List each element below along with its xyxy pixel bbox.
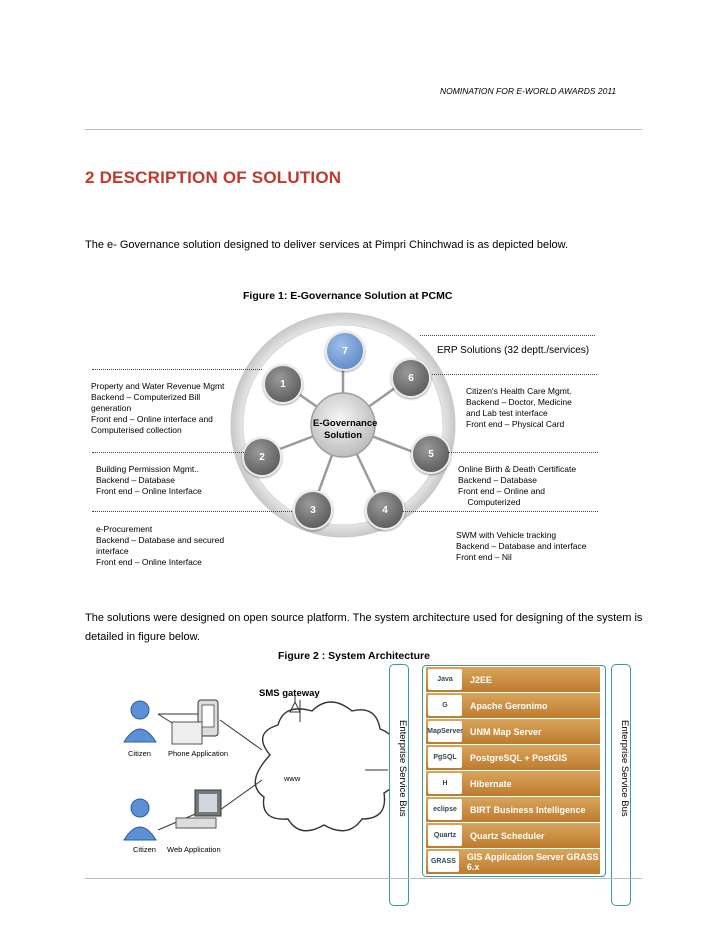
leader-left-1 xyxy=(92,369,262,370)
center-label: E-Governance Solution xyxy=(313,418,378,441)
leader-erp xyxy=(420,335,595,336)
stack-item-hibernate: H Hibernate xyxy=(426,771,600,797)
stack-item-postgresql: PgSQL PostgreSQL + PostGIS xyxy=(426,745,600,771)
esb-right-label: Enterprise Service Bus xyxy=(619,720,630,817)
leader-right-1 xyxy=(432,374,597,375)
figure1-title: Figure 1: E-Governance Solution at PCMC xyxy=(243,290,453,302)
intro-text: The e- Governance solution designed to d… xyxy=(85,239,569,251)
figure2-title: Figure 2 : System Architecture xyxy=(278,650,430,662)
leader-right-2 xyxy=(448,452,598,453)
citizen-label-2: Citizen xyxy=(133,845,156,854)
stack-item-grass: GRASS GIS Application Server GRASS 6.x xyxy=(426,849,600,875)
figure1-diagram: 7 6 1 5 2 4 3 E-Governance Solution ERP … xyxy=(91,312,598,567)
stack-label: BIRT Business Intelligence xyxy=(470,804,586,815)
stack-label: UNM Map Server xyxy=(470,726,542,737)
figure2-diagram: SMS gateway www Citizen Phone Applicatio… xyxy=(0,660,728,943)
right-note-1: Citizen's Health Care Mgmt. Backend – Do… xyxy=(466,386,572,429)
web-app-label: Web Application xyxy=(167,845,221,854)
footer-rule xyxy=(85,878,642,879)
node-3: 3 xyxy=(293,490,333,530)
left-note-2: Building Permission Mgmt.. Backend – Dat… xyxy=(96,464,202,496)
stack-label: GIS Application Server GRASS 6.x xyxy=(466,851,599,872)
stack-item-j2ee: Java J2EE xyxy=(426,667,600,693)
stack-label: Hibernate xyxy=(470,778,512,789)
quartz-logo-icon: Quartz xyxy=(428,825,462,846)
phone-app-label: Phone Application xyxy=(168,749,229,758)
postgresql-logo-icon: PgSQL xyxy=(428,747,462,768)
node-4: 4 xyxy=(365,490,405,530)
stack-item-quartz: Quartz Quartz Scheduler xyxy=(426,823,600,849)
leader-left-2 xyxy=(92,452,244,453)
node-2: 2 xyxy=(242,437,282,477)
erp-label: ERP Solutions (32 deptt./services) xyxy=(437,345,590,356)
esb-left-bar xyxy=(389,664,409,906)
stack-label: PostgreSQL + PostGIS xyxy=(470,752,568,763)
stack-label: Apache Geronimo xyxy=(470,700,548,711)
stack-frame xyxy=(422,665,606,877)
esb-left-label: Enterprise Service Bus xyxy=(397,720,408,817)
leader-left-3 xyxy=(92,511,292,512)
hibernate-logo-icon: H xyxy=(428,773,462,794)
stack-item-birt: eclipse BIRT Business Intelligence xyxy=(426,797,600,823)
leader-right-3 xyxy=(402,511,598,512)
architecture-paragraph: The solutions were designed on open sour… xyxy=(85,612,643,643)
figure2-network xyxy=(123,696,399,841)
left-note-1: Property and Water Revenue Mgmt Backend … xyxy=(91,381,225,435)
java-logo-icon: Java xyxy=(428,669,462,690)
sms-gateway-label: SMS gateway xyxy=(259,688,320,699)
eclipse-logo-icon: eclipse xyxy=(428,799,462,820)
node-6: 6 xyxy=(391,358,431,398)
header-rule xyxy=(85,129,642,130)
node-7: 7 xyxy=(325,331,365,371)
node-5: 5 xyxy=(411,434,451,474)
geronimo-logo-icon: G xyxy=(428,695,462,716)
right-note-3: SWM with Vehicle tracking Backend – Data… xyxy=(456,530,587,562)
citizen-label-1: Citizen xyxy=(128,749,151,758)
left-note-3: e-Procurement Backend – Database and sec… xyxy=(96,524,225,567)
stack-item-geronimo: G Apache Geronimo xyxy=(426,693,600,719)
esb-right-bar xyxy=(611,664,631,906)
grass-logo-icon: GRASS xyxy=(428,851,459,872)
www-label: www xyxy=(284,774,301,783)
right-note-2: Online Birth & Death Certificate Backend… xyxy=(458,464,577,507)
figure1-wheel xyxy=(230,312,456,538)
header-note: NOMINATION FOR E-WORLD AWARDS 2011 xyxy=(440,86,617,96)
stack-label: Quartz Scheduler xyxy=(470,830,545,841)
mapserver-logo-icon: MapServer xyxy=(427,721,463,742)
node-1: 1 xyxy=(263,364,303,404)
stack-label: J2EE xyxy=(470,674,493,685)
stack-item-mapserver: MapServer UNM Map Server xyxy=(426,719,600,745)
section-title: 2 DESCRIPTION OF SOLUTION xyxy=(85,168,342,187)
